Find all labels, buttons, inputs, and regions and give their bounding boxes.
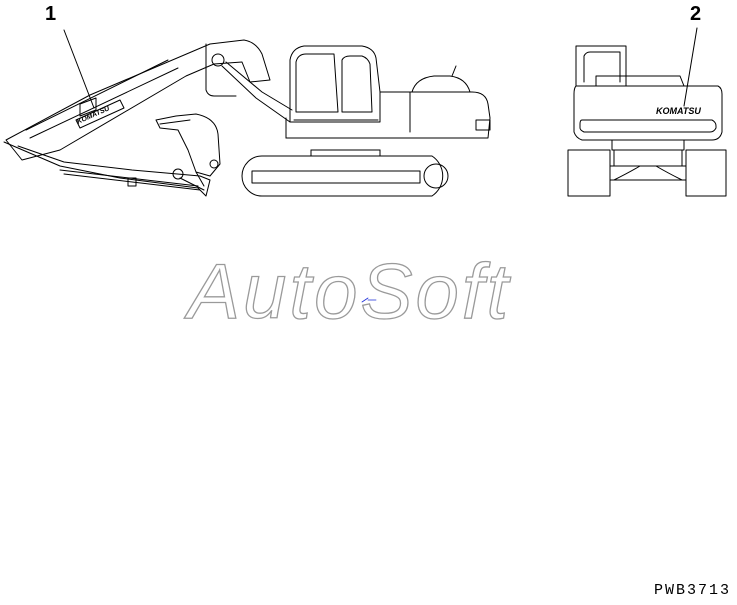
callout-2-label: 2 [690, 3, 702, 25]
callout-1-label: 1 [45, 3, 57, 25]
counterweight-decal: KOMATSU [656, 106, 701, 116]
rear-tracks [567, 149, 727, 197]
bucket [155, 113, 221, 187]
drawing-id: PWB3713 [653, 582, 731, 599]
boom [5, 39, 293, 161]
operator-cab [289, 45, 381, 123]
excavator-side-view: KOMATSU [3, 29, 491, 197]
excavator-rear-view: KOMATSU [567, 27, 727, 197]
counterweight-decal-text: KOMATSU [656, 106, 701, 116]
callout-2-leader [683, 27, 698, 107]
watermark: AutoSoft [187, 247, 512, 335]
crawler-track [241, 149, 449, 197]
arm [3, 141, 211, 197]
rear-cab [575, 45, 627, 87]
counterweight [573, 75, 723, 141]
blue-leader-mark [361, 297, 377, 303]
upper-structure [285, 65, 491, 139]
callout-1-leader [63, 29, 95, 109]
